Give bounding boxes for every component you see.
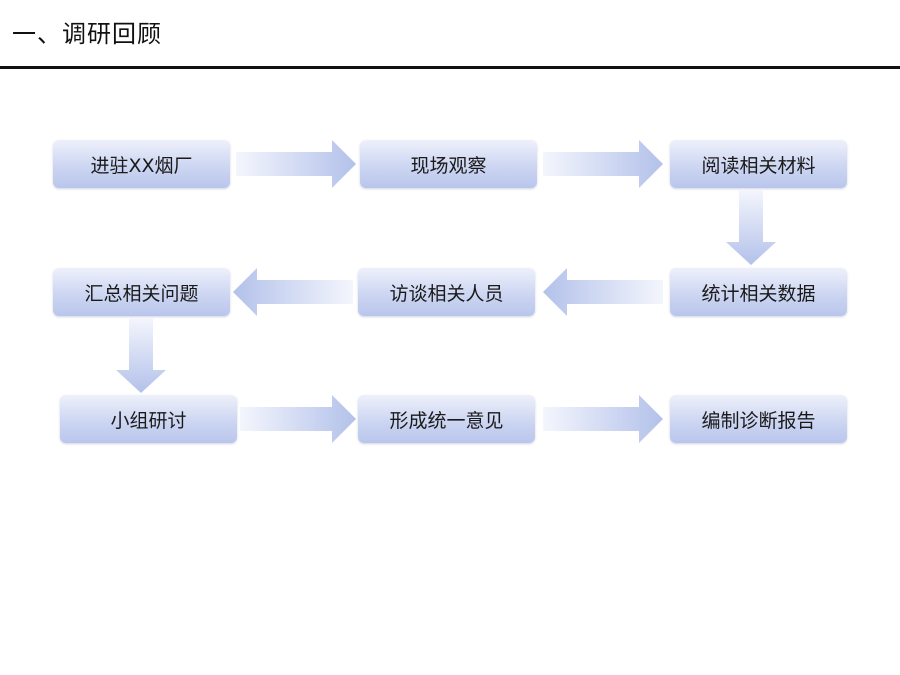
right-arrow-icon <box>543 395 663 443</box>
step-label: 形成统一意见 <box>389 409 504 432</box>
step-label: 小组研讨 <box>110 409 187 432</box>
step-box-8: 形成统一意见 <box>358 395 535 443</box>
left-arrow-icon <box>233 268 353 316</box>
right-arrow-icon <box>240 395 356 443</box>
step-label: 进驻XX烟厂 <box>90 154 193 177</box>
step-label: 统计相关数据 <box>701 282 816 305</box>
right-arrow-icon <box>543 140 663 188</box>
title-divider <box>0 66 900 69</box>
down-arrow-icon <box>116 318 166 393</box>
step-label: 阅读相关材料 <box>701 154 816 177</box>
step-box-4: 统计相关数据 <box>670 268 847 316</box>
step-box-1: 进驻XX烟厂 <box>53 140 230 188</box>
page-title: 一、调研回顾 <box>12 20 162 48</box>
step-label: 汇总相关问题 <box>84 282 199 305</box>
step-box-2: 现场观察 <box>360 140 537 188</box>
step-box-9: 编制诊断报告 <box>670 395 847 443</box>
step-box-7: 小组研讨 <box>60 395 237 443</box>
step-label: 编制诊断报告 <box>701 409 816 432</box>
step-box-5: 访谈相关人员 <box>358 268 535 316</box>
step-box-3: 阅读相关材料 <box>670 140 847 188</box>
left-arrow-icon <box>543 268 663 316</box>
right-arrow-icon <box>236 140 356 188</box>
step-box-6: 汇总相关问题 <box>53 268 230 316</box>
down-arrow-icon <box>726 190 776 265</box>
step-label: 现场观察 <box>410 154 487 177</box>
step-label: 访谈相关人员 <box>389 282 504 305</box>
